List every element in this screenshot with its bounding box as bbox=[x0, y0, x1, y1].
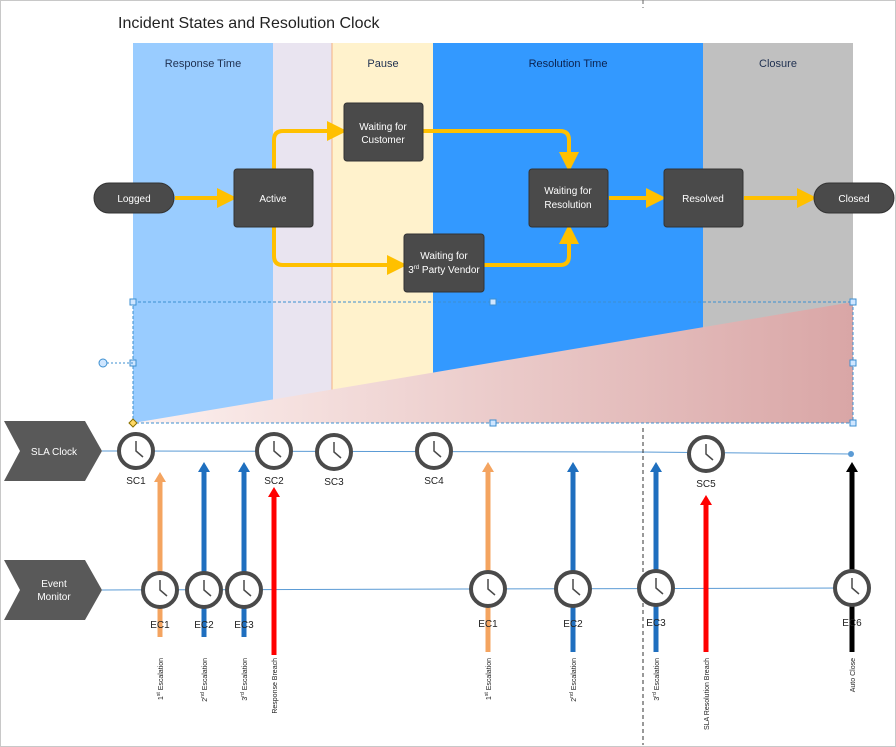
phase-label-resolution-time: Resolution Time bbox=[529, 58, 608, 70]
phase-band-gap bbox=[273, 43, 332, 423]
svg-text:Active: Active bbox=[259, 194, 287, 205]
event-clock-label: EC1 bbox=[478, 619, 498, 630]
event-clock-icon bbox=[225, 571, 263, 609]
event-label: SLA Resolution Breach bbox=[704, 658, 711, 730]
event-arrow bbox=[154, 472, 166, 637]
flow-arrows bbox=[175, 121, 817, 275]
event-clock-icon bbox=[185, 571, 223, 609]
svg-text:Waiting for: Waiting for bbox=[420, 251, 468, 262]
event-clock-icon bbox=[833, 569, 871, 607]
svg-text:Resolved: Resolved bbox=[682, 194, 724, 205]
sla-clock-label: SC5 bbox=[696, 479, 716, 490]
event-label: 2nd Escalation bbox=[200, 658, 209, 702]
event-label: 2nd Escalation bbox=[569, 658, 578, 702]
svg-text:Logged: Logged bbox=[117, 194, 150, 205]
event-clock-icon bbox=[554, 570, 592, 608]
sla-clock-icon bbox=[117, 432, 155, 470]
event-clock-label: EC1 bbox=[150, 620, 170, 631]
event-label: Auto Close bbox=[850, 658, 857, 692]
svg-text:Waiting for: Waiting for bbox=[544, 186, 592, 197]
event-label: 3rd Escalation bbox=[240, 658, 249, 701]
event-clocks: EC1 EC2 EC3 EC1 EC2 EC3 EC6 bbox=[141, 569, 871, 631]
sla-clock-label: SC2 bbox=[264, 476, 284, 487]
event-arrow bbox=[846, 462, 858, 652]
state-waiting-for-vendor: Waiting for 3rd Party Vendor bbox=[403, 233, 485, 293]
svg-text:Event: Event bbox=[41, 579, 67, 590]
svg-text:Closed: Closed bbox=[838, 194, 869, 205]
event-clock-label: EC2 bbox=[194, 620, 214, 631]
phase-band-response-time bbox=[133, 43, 273, 423]
sla-clock-icon bbox=[687, 435, 725, 473]
sla-clocks: SC1 SC2 SC3 SC4 SC5 bbox=[117, 432, 725, 490]
event-labels: 1st Escalation 2nd Escalation 3rd Escalati… bbox=[156, 658, 857, 730]
event-arrows bbox=[154, 462, 858, 655]
event-arrow bbox=[198, 462, 210, 637]
svg-text:Waiting for: Waiting for bbox=[359, 122, 407, 133]
event-arrow bbox=[650, 462, 662, 652]
phase-label-pause: Pause bbox=[367, 58, 398, 70]
event-clock-label: EC6 bbox=[842, 618, 862, 629]
event-clock-icon bbox=[141, 571, 179, 609]
svg-text:Customer: Customer bbox=[361, 135, 405, 146]
phase-label-response-time: Response Time bbox=[165, 58, 241, 70]
state-waiting-for-resolution: Waiting for Resolution bbox=[528, 168, 609, 228]
state-resolved: Resolved bbox=[663, 168, 744, 228]
event-arrow bbox=[268, 487, 280, 655]
event-clock-icon bbox=[469, 570, 507, 608]
sla-clock-icon bbox=[415, 432, 453, 470]
state-closed: Closed bbox=[813, 182, 895, 214]
event-arrow bbox=[482, 462, 494, 652]
sla-clock-icon bbox=[255, 432, 293, 470]
state-active: Active bbox=[233, 168, 314, 228]
event-arrow bbox=[567, 462, 579, 652]
svg-text:Monitor: Monitor bbox=[37, 592, 71, 603]
event-arrow bbox=[238, 462, 250, 637]
state-waiting-for-customer: Waiting for Customer bbox=[343, 102, 424, 162]
state-logged: Logged bbox=[93, 182, 175, 214]
event-label: Response Breach bbox=[272, 658, 279, 714]
event-label: 1st Escalation bbox=[484, 658, 493, 700]
event-label: 1st Escalation bbox=[156, 658, 165, 700]
sla-clock-label: SC1 bbox=[126, 476, 146, 487]
lane-event-monitor: Event Monitor bbox=[4, 560, 102, 620]
selection-handles[interactable] bbox=[129, 298, 857, 427]
event-clock-label: EC3 bbox=[234, 620, 254, 631]
sla-timeline bbox=[101, 450, 852, 455]
diagram-title: Incident States and Resolution Clock bbox=[118, 15, 380, 32]
svg-text:3rd Party Vendor: 3rd Party Vendor bbox=[408, 265, 480, 276]
sla-clock-label: SC4 bbox=[424, 476, 444, 487]
event-clock-label: EC2 bbox=[563, 619, 583, 630]
sla-clock-label: SC3 bbox=[324, 477, 344, 488]
svg-text:Resolution: Resolution bbox=[544, 200, 591, 211]
sla-clock-icon bbox=[315, 433, 353, 471]
rotation-handle[interactable] bbox=[98, 358, 108, 368]
event-clock-label: EC3 bbox=[646, 618, 666, 629]
lane-sla-clock: SLA Clock bbox=[4, 421, 102, 481]
phase-label-closure: Closure bbox=[759, 58, 797, 70]
event-clock-icon bbox=[637, 569, 675, 607]
svg-text:SLA Clock: SLA Clock bbox=[31, 447, 78, 458]
event-label: 3rd Escalation bbox=[652, 658, 661, 701]
resolution-clock-wedge bbox=[133, 302, 853, 423]
event-arrow bbox=[700, 495, 712, 652]
